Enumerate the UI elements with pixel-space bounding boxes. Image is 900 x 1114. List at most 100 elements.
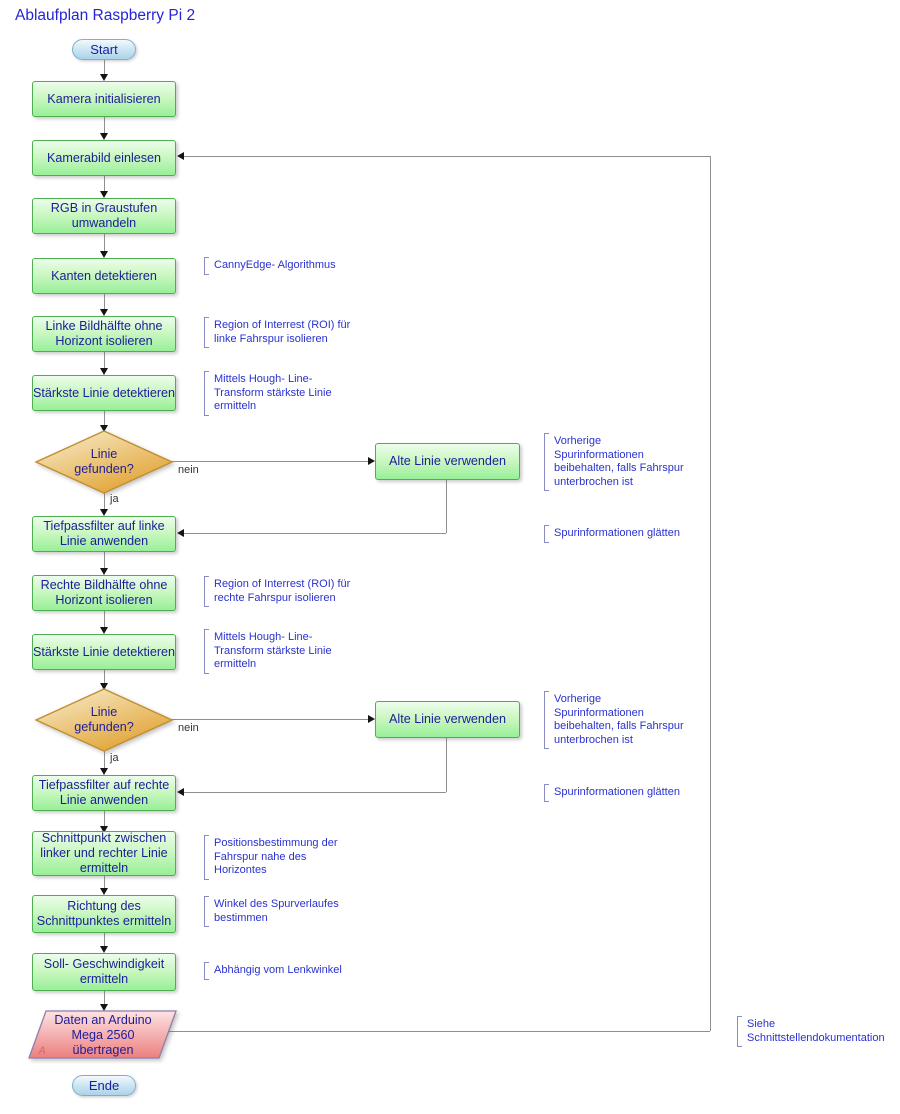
annotation-position: Positionsbestimmung der Fahrspur nahe de… <box>204 835 369 880</box>
node-left-half: Linke Bildhälfte ohne Horizont isolieren <box>32 316 176 352</box>
node-label: Kamerabild einlesen <box>46 150 162 165</box>
annotation-bracket <box>204 896 209 927</box>
arrowhead-icon <box>368 457 375 465</box>
node-decision-left: Linie gefunden? <box>34 430 174 494</box>
arrowhead-icon <box>100 568 108 575</box>
arrowhead-icon <box>100 1004 108 1011</box>
annotation-text: Positionsbestimmung der Fahrspur nahe de… <box>214 837 338 876</box>
connector-line <box>446 738 447 792</box>
annotation-bracket <box>544 691 549 749</box>
arrowhead-icon <box>100 888 108 895</box>
annotation-bracket <box>737 1016 742 1047</box>
connector-line <box>104 611 105 627</box>
node-label: Tiefpassfilter auf linke Linie anwenden <box>43 519 165 548</box>
annotation-bracket <box>204 317 209 348</box>
branch-label-yes: ja <box>110 752 119 764</box>
node-strongest-line-right: Stärkste Linie detektieren <box>32 634 176 670</box>
annotation-bracket <box>204 576 209 607</box>
annotation-text: Mittels Hough- Line- Transform stärkste … <box>214 373 332 412</box>
annotation-roi-left: Region of Interrest (ROI) für linke Fahr… <box>204 317 379 348</box>
node-target-speed: Soll- Geschwindigkeit ermitteln <box>32 953 176 991</box>
arrowhead-icon <box>368 715 375 723</box>
arrowhead-icon <box>100 191 108 198</box>
node-decision-right: Linie gefunden? <box>34 688 174 752</box>
node-label: Linke Bildhälfte ohne Horizont isolieren <box>45 319 163 348</box>
connector-line <box>184 156 710 157</box>
annotation-interface-doc: Siehe Schnittstellendokumentation <box>737 1016 897 1047</box>
arrowhead-icon <box>100 627 108 634</box>
node-label: Alte Linie verwenden <box>389 712 506 726</box>
annotation-smooth-right: Spurinformationen glätten <box>544 784 704 802</box>
annotation-text: Vorherige Spurinformationen beibehalten,… <box>554 435 684 488</box>
node-direction: Richtung des Schnittpunktes ermitteln <box>32 895 176 933</box>
annotation-smooth-left: Spurinformationen glätten <box>544 525 704 543</box>
node-old-line-right: Alte Linie verwenden <box>375 701 520 738</box>
annotation-text: Winkel des Spurverlaufes bestimmen <box>214 898 339 924</box>
connector-line <box>710 156 711 1031</box>
node-label: Schnittpunkt zwischen linker und rechter… <box>40 831 168 875</box>
annotation-bracket <box>204 835 209 880</box>
annotation-bracket <box>204 371 209 416</box>
connector-line <box>104 60 105 75</box>
node-label: Linie gefunden? <box>74 447 134 476</box>
connector-line <box>104 234 105 251</box>
annotation-bracket <box>544 433 549 491</box>
node-init-camera: Kamera initialisieren <box>32 81 176 117</box>
connector-line <box>446 480 447 533</box>
arrowhead-icon <box>100 509 108 516</box>
arrowhead-icon <box>100 768 108 775</box>
connector-line <box>104 991 105 1004</box>
annotation-bracket <box>544 525 549 543</box>
annotation-keep-right: Vorherige Spurinformationen beibehalten,… <box>544 691 704 749</box>
node-lowpass-right: Tiefpassfilter auf rechte Linie anwenden <box>32 775 176 811</box>
annotation-text: Vorherige Spurinformationen beibehalten,… <box>554 693 684 746</box>
node-strongest-line-left: Stärkste Linie detektieren <box>32 375 176 411</box>
node-label: Daten an Arduino Mega 2560 übertragen <box>54 1012 152 1057</box>
node-label: Stärkste Linie detektieren <box>32 644 176 659</box>
arrowhead-icon <box>100 368 108 375</box>
node-label: Alte Linie verwenden <box>389 454 506 468</box>
node-label: Kamera initialisieren <box>47 91 161 106</box>
connector-line <box>184 792 446 793</box>
node-right-half: Rechte Bildhälfte ohne Horizont isoliere… <box>32 575 176 611</box>
arrowhead-icon <box>100 133 108 140</box>
node-old-line-left: Alte Linie verwenden <box>375 443 520 480</box>
connector-line <box>104 492 105 509</box>
node-transfer-io: Daten an Arduino Mega 2560 übertragen A <box>28 1010 178 1060</box>
arrowhead-icon <box>177 529 184 537</box>
branch-label-no: nein <box>178 722 199 734</box>
arrowhead-icon <box>100 309 108 316</box>
connector-line <box>104 411 105 425</box>
annotation-text: Spurinformationen glätten <box>554 527 680 539</box>
branch-label-yes: ja <box>110 493 119 505</box>
annotation-roi-right: Region of Interrest (ROI) für rechte Fah… <box>204 576 379 607</box>
annotation-bracket <box>544 784 549 802</box>
annotation-text: Spurinformationen glätten <box>554 786 680 798</box>
connector-line <box>104 176 105 191</box>
node-intersection: Schnittpunkt zwischen linker und rechter… <box>32 831 176 876</box>
node-label: Richtung des Schnittpunktes ermitteln <box>36 899 172 928</box>
node-label: Kanten detektieren <box>51 268 157 283</box>
arrowhead-icon <box>100 74 108 81</box>
node-start: Start <box>72 39 136 60</box>
connector-line <box>104 811 105 826</box>
connector-line <box>104 750 105 768</box>
connector-line <box>104 552 105 568</box>
arrowhead-icon <box>100 425 108 432</box>
connector-line <box>104 670 105 683</box>
connector-line <box>104 117 105 133</box>
annotation-bracket <box>204 629 209 674</box>
connector-line <box>104 933 105 946</box>
connector-line <box>168 1031 710 1032</box>
connector-line <box>172 461 368 462</box>
connector-line <box>184 533 446 534</box>
arrowhead-icon <box>100 946 108 953</box>
annotation-text: CannyEdge- Algorithmus <box>214 259 336 271</box>
diagram-title: Ablaufplan Raspberry Pi 2 <box>15 7 196 24</box>
branch-label-no: nein <box>178 464 199 476</box>
node-label: Soll- Geschwindigkeit ermitteln <box>43 957 165 986</box>
node-label: Stärkste Linie detektieren <box>32 385 176 400</box>
annotation-angle: Winkel des Spurverlaufes bestimmen <box>204 896 369 927</box>
annotation-bracket <box>204 257 209 275</box>
arrowhead-icon <box>177 152 184 160</box>
